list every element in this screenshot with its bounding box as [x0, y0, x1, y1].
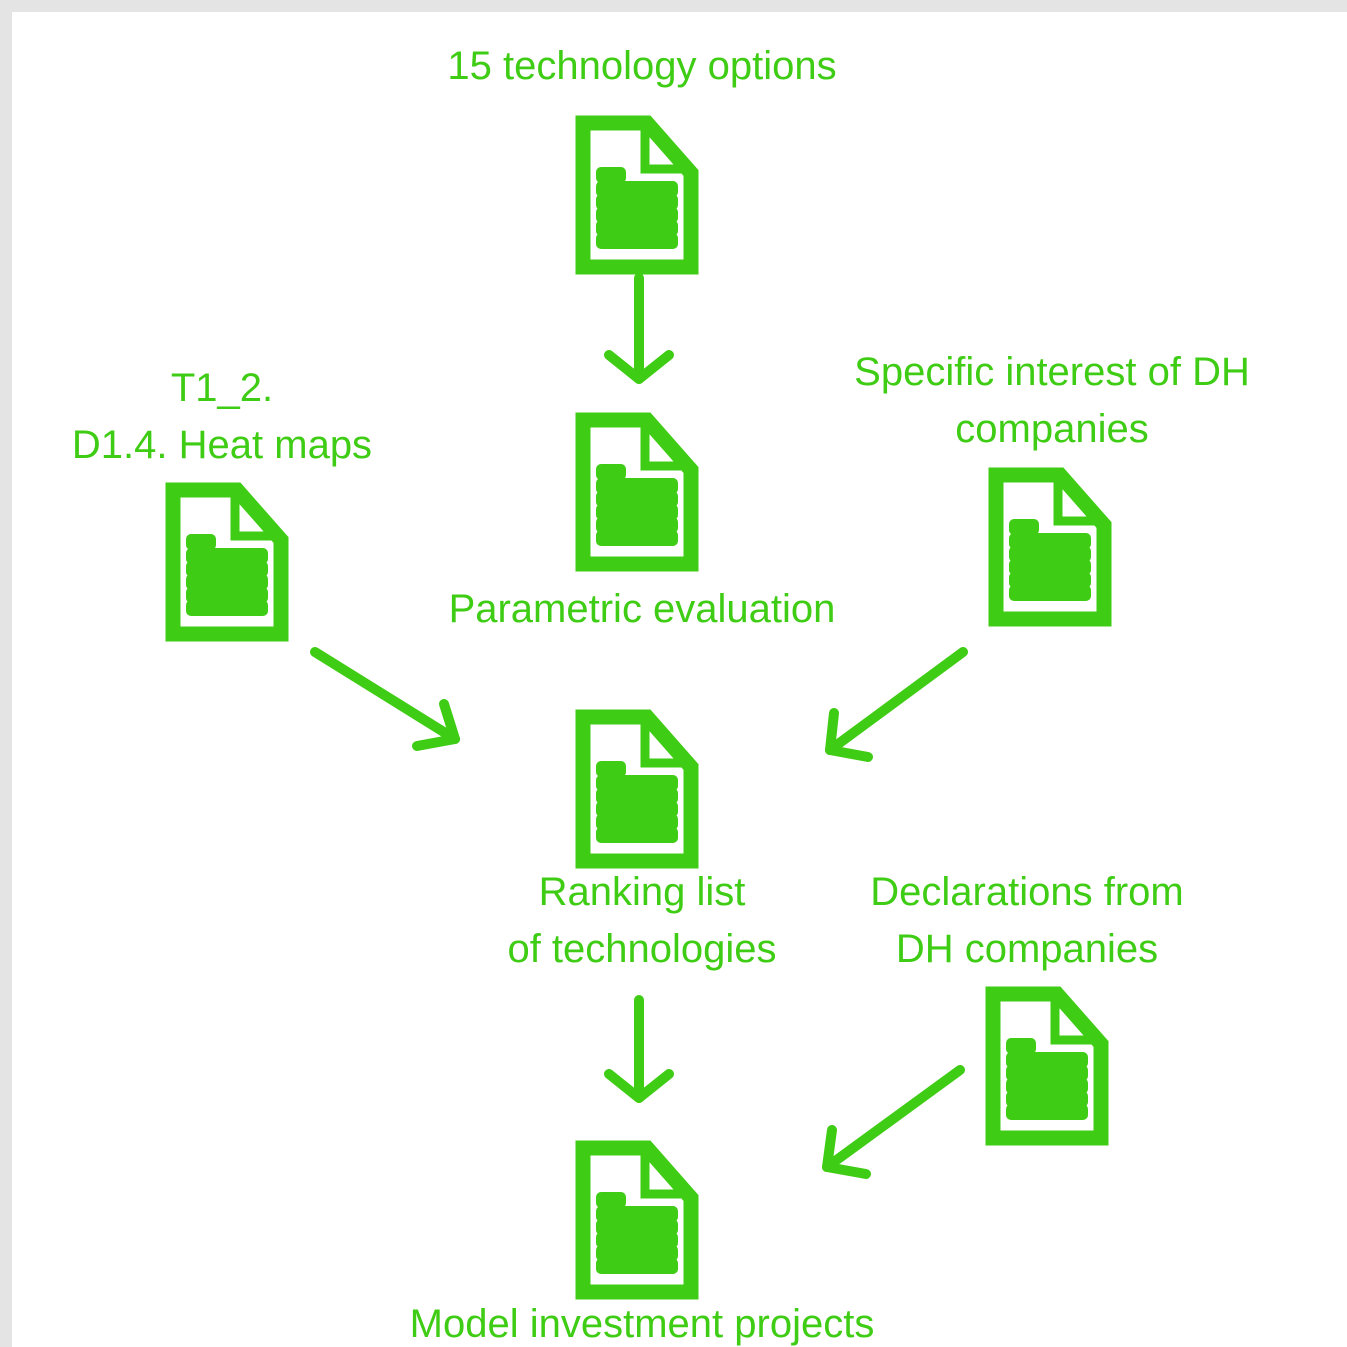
ranking-list-document-icon [583, 717, 691, 861]
declarations-label: Declarations from DH companies [832, 864, 1222, 978]
arrow-icon [604, 995, 674, 1103]
specific-interest-label-line2: companies [955, 407, 1149, 451]
parametric-evaluation-label: Parametric evaluation [448, 587, 836, 631]
ranking-list-label: Ranking list of technologies [452, 864, 832, 978]
model-projects-document-icon [583, 1148, 691, 1292]
ranking-list-label-line2: of technologies [507, 927, 777, 971]
diagram-canvas: 15 technology options T1_2. D1.4. Heat m… [12, 12, 1347, 1347]
model-projects-label: Model investment projects [409, 1302, 875, 1346]
declarations-label-line1: Declarations from [870, 870, 1184, 914]
arrow-icon [310, 647, 460, 751]
specific-interest-label-line1: Specific interest of DH [854, 350, 1250, 394]
arrow-icon [604, 273, 674, 384]
heat-maps-label-line1: T1_2. [170, 366, 274, 410]
heat-maps-document-icon [173, 490, 281, 634]
arrow-icon [825, 647, 968, 762]
arrow-icon [822, 1065, 965, 1179]
heat-maps-label-line2: D1.4. Heat maps [71, 423, 373, 467]
specific-interest-label: Specific interest of DH companies [812, 344, 1292, 458]
declarations-document-icon [993, 994, 1101, 1138]
technology-options-document-icon [583, 123, 691, 267]
ranking-list-label-line1: Ranking list [538, 870, 746, 914]
parametric-evaluation-document-icon [583, 420, 691, 564]
flow-diagram [12, 12, 1347, 1347]
technology-options-label: 15 technology options [447, 44, 837, 88]
declarations-label-line2: DH companies [895, 927, 1159, 971]
specific-interest-document-icon [996, 475, 1104, 619]
heat-maps-label: T1_2. D1.4. Heat maps [52, 360, 392, 474]
